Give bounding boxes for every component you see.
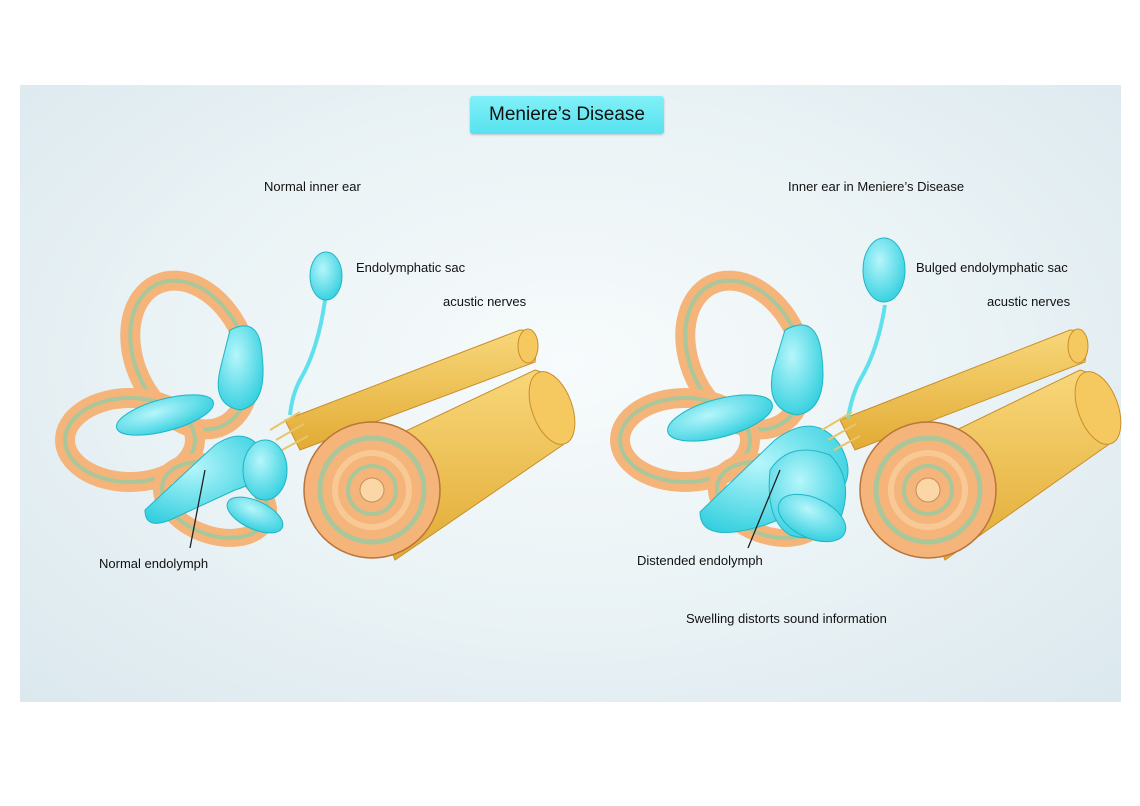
- distended-endolymph-structures: [667, 324, 849, 543]
- normal-inner-ear: [55, 251, 576, 561]
- meniere-inner-ear: [610, 237, 1122, 561]
- bulged-sac-label: Bulged endolymphatic sac: [916, 260, 1068, 275]
- swelling-note: Swelling distorts sound information: [686, 611, 887, 626]
- cochlea-right: [859, 421, 997, 559]
- meniere-ear-heading: Inner ear in Meniere’s Disease: [788, 179, 965, 194]
- diagram-title: Meniere’s Disease: [489, 104, 645, 125]
- bulged-endolymphatic-sac: [846, 237, 906, 419]
- title-banner: Meniere’s Disease: [470, 96, 664, 134]
- nerve-fibers-right: [821, 411, 861, 451]
- normal-endolymph-label: Normal endolymph: [99, 556, 209, 571]
- acoustic-nerves-label-right: acustic nerves: [987, 294, 1071, 309]
- normal-ear-heading: Normal inner ear: [264, 179, 361, 194]
- distended-endolymph-pointer: [747, 469, 781, 549]
- endolymphatic-sac: [288, 251, 343, 416]
- endolymph-structures: [116, 325, 288, 534]
- nerve-fibers: [269, 411, 309, 451]
- distended-endolymph-label: Distended endolymph: [637, 553, 763, 568]
- acoustic-nerves-label: acustic nerves: [443, 294, 527, 309]
- cochlea: [303, 421, 441, 559]
- normal-endolymph-pointer: [189, 469, 206, 549]
- endolymphatic-sac-label: Endolymphatic sac: [356, 260, 466, 275]
